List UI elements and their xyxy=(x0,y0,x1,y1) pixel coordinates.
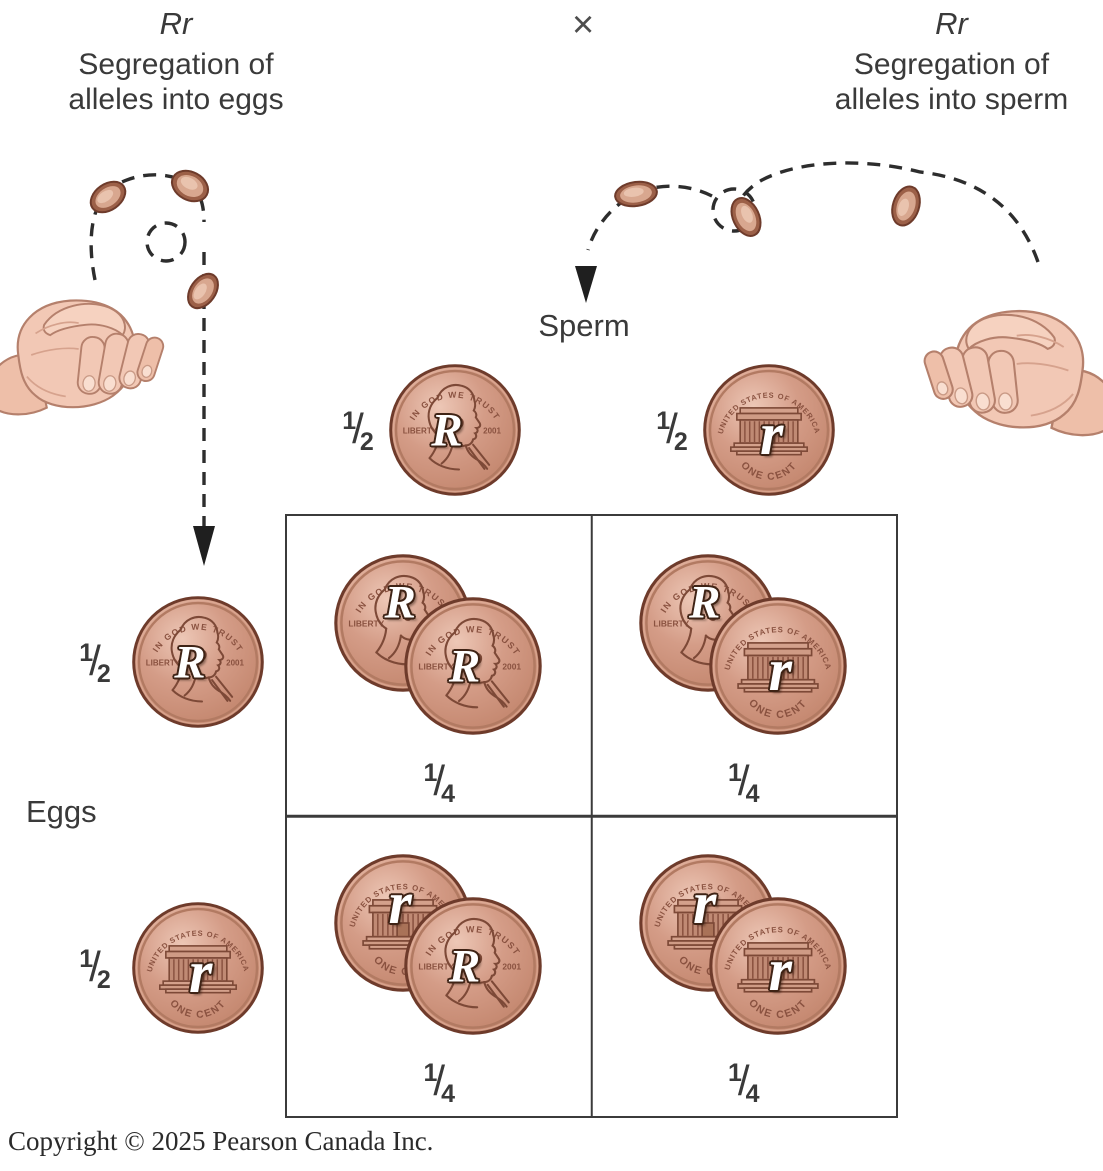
allele-letter: R xyxy=(689,576,721,629)
flying-coin xyxy=(89,180,127,214)
parent-right-heading: Rr Segregation of alleles into sperm xyxy=(800,6,1103,117)
coin-back-r: r xyxy=(638,853,778,993)
fraction-slash: / xyxy=(737,757,750,804)
parent-right-caption-line2: alleles into sperm xyxy=(834,83,1069,116)
allele-letter: r xyxy=(759,401,784,468)
arrow-to-eggs xyxy=(193,526,215,566)
probability-sperm-R: 1/2 xyxy=(342,405,374,456)
flying-coin xyxy=(187,272,219,310)
trajectory-right-loop xyxy=(711,187,757,233)
coin-front-R: R xyxy=(403,596,543,736)
probability-egg-r: 1/2 xyxy=(79,943,111,994)
flying-coin xyxy=(891,185,921,227)
hand-left-illustration xyxy=(0,273,171,437)
allele-letter: R xyxy=(431,404,463,457)
grid-horizontal-divider xyxy=(287,814,896,818)
punnett-cell-rR: r R 1/4 xyxy=(287,816,592,1116)
coin-back-R: R xyxy=(638,553,778,693)
parent-left-caption-line1: Segregation of xyxy=(78,48,274,81)
allele-letter: R xyxy=(448,640,481,693)
coin-front-R: R xyxy=(403,896,543,1036)
allele-letter: r xyxy=(768,937,792,1004)
probability-sperm-r: 1/2 xyxy=(656,405,688,456)
fraction-slash: / xyxy=(89,943,101,990)
allele-letter: R xyxy=(174,636,206,689)
trajectory-right-drop xyxy=(586,184,713,251)
trajectory-right-arc xyxy=(734,161,1040,263)
coin-egg-r: r xyxy=(131,901,265,1035)
parent-right-caption-line1: Segregation of xyxy=(853,48,1050,81)
copyright-line: Copyright © 2025 Pearson Canada Inc. xyxy=(8,1126,434,1156)
parent-left-genotype: Rr xyxy=(159,6,193,41)
parent-left-caption-line2: alleles into eggs xyxy=(68,83,284,116)
allele-letter: r xyxy=(693,870,717,937)
probability-cell-RR: 1/4 xyxy=(423,757,455,808)
fraction-slash: / xyxy=(89,637,101,684)
coin-front-r: r xyxy=(708,596,848,736)
coin-sperm-R: R xyxy=(388,363,522,497)
punnett-cell-rr: r r 1/4 xyxy=(592,816,897,1116)
flying-coin xyxy=(614,180,658,208)
fraction-slash: / xyxy=(352,405,364,452)
coin-back-r: r xyxy=(333,853,473,993)
allele-letter: r xyxy=(188,939,213,1006)
coin-back-R: R xyxy=(333,553,473,693)
coin-front-r: r xyxy=(708,896,848,1036)
parent-left-heading: Rr Segregation of alleles into eggs xyxy=(40,6,312,117)
punnett-cell-Rr: R r 1/4 xyxy=(592,516,897,816)
fraction-slash: / xyxy=(433,757,446,804)
allele-letter: r xyxy=(768,637,792,704)
hand-right-illustration xyxy=(918,268,1103,473)
allele-letter: r xyxy=(388,870,412,937)
allele-letter: R xyxy=(384,576,416,629)
punnett-square: R R 1/4 R r 1/4 xyxy=(285,514,898,1118)
parent-right-genotype: Rr xyxy=(935,6,968,41)
probability-cell-rr: 1/4 xyxy=(728,1057,760,1108)
coin-egg-R: R xyxy=(131,595,265,729)
flying-coin xyxy=(730,197,762,237)
fraction-slash: / xyxy=(666,405,678,452)
flying-coin xyxy=(170,169,210,203)
trajectory-left-loop xyxy=(145,221,187,263)
punnett-cell-RR: R R 1/4 xyxy=(287,516,592,816)
probability-cell-Rr: 1/4 xyxy=(728,757,760,808)
trajectory-left-arc xyxy=(89,173,206,281)
probability-egg-R: 1/2 xyxy=(79,637,111,688)
cross-symbol: × xyxy=(572,4,595,46)
eggs-label: Eggs xyxy=(26,794,97,829)
arrow-to-sperm xyxy=(575,266,597,303)
sperm-label: Sperm xyxy=(538,308,630,343)
fraction-slash: / xyxy=(737,1057,750,1104)
probability-cell-rR: 1/4 xyxy=(423,1057,455,1108)
coin-sperm-r: r xyxy=(702,363,836,497)
allele-letter: R xyxy=(448,940,481,993)
fraction-slash: / xyxy=(433,1057,446,1104)
